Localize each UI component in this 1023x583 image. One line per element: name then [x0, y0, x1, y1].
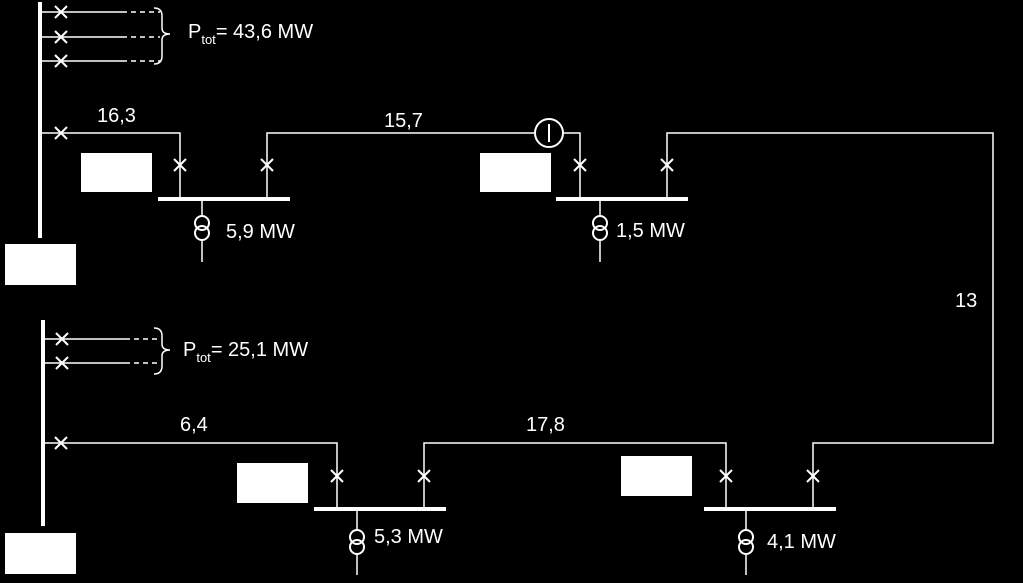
line-label-bottom-left: 6,4 [180, 414, 208, 436]
station-box-b [480, 153, 551, 192]
line-bottom-left [43, 442, 338, 507]
load-label-a: 5,9 MW [226, 221, 295, 243]
station-box-a [81, 153, 152, 192]
line-top-left [40, 132, 181, 197]
substation-d [704, 507, 836, 575]
station-box-top [5, 244, 76, 285]
substation-c [314, 507, 446, 575]
transformer-icon [349, 529, 365, 555]
line-label-top-left: 16,3 [97, 105, 136, 127]
substation-b [556, 197, 688, 262]
line-label-bottom-middle: 17,8 [526, 414, 565, 436]
line-label-right: 13 [955, 290, 977, 312]
ptot-label-top: Ptot= 43,6 MW [188, 21, 313, 47]
load-label-b: 1,5 MW [616, 220, 685, 242]
station-box-c [237, 463, 308, 503]
load-label-d: 4,1 MW [767, 531, 836, 553]
transformer-icon [592, 215, 608, 241]
station-box-bottom [5, 533, 76, 574]
ptot-label-bottom: Ptot= 25,1 MW [183, 339, 308, 365]
meter-icon [534, 118, 564, 148]
line-top-middle [266, 132, 581, 197]
feeder-group-bottom [43, 327, 171, 375]
load-label-c: 5,3 MW [374, 526, 443, 548]
station-box-d [621, 456, 692, 496]
transformer-icon [738, 529, 754, 555]
substation-a [158, 197, 290, 262]
transformer-icon [194, 215, 210, 241]
feeder-group-top [40, 7, 171, 65]
line-label-top-middle: 15,7 [384, 110, 423, 132]
line-right-vertical [666, 132, 994, 507]
